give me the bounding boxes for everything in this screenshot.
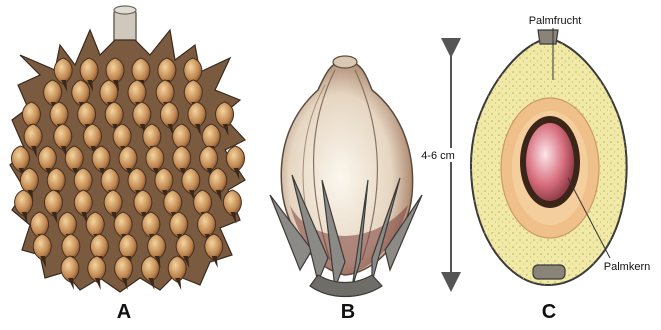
panel-label-c: C [542,301,556,323]
cross-section-base [533,265,565,279]
fruit-cross-section: Palmfrucht Palmkern [471,15,650,285]
fruitlet-spine [212,256,218,268]
single-fruit-drawing [270,56,422,297]
cross-section-kernel [526,123,574,201]
fruitlet-spine [68,278,74,290]
callout-palmfrucht: Palmfrucht [529,15,582,27]
panel-label-a: A [117,301,131,323]
fruitlet-spine [175,278,181,290]
single-fruit-tip [333,56,357,68]
size-scale-label: 4-6 cm [421,150,455,162]
fruit-bunch-drawing [10,6,245,292]
panel-label-b: B [341,301,355,323]
size-scale: 4-6 cm [420,48,458,282]
fruitlet-spine [95,278,101,290]
callout-palmkern: Palmkern [604,261,650,273]
